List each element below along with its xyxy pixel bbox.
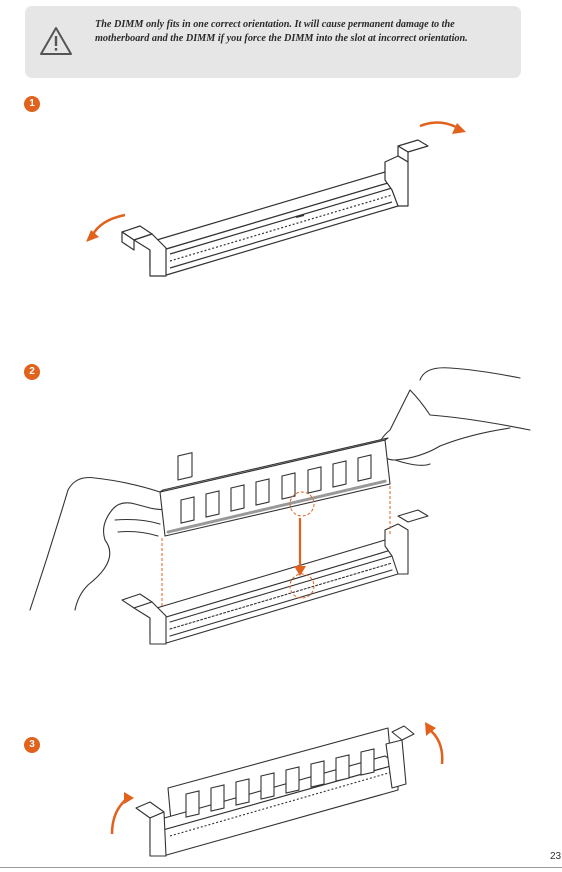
caution-box: The DIMM only fits in one correct orient… bbox=[25, 6, 521, 78]
dimm-module bbox=[159, 437, 391, 537]
bottom-rule bbox=[0, 867, 562, 868]
arrow-head-left bbox=[124, 792, 134, 804]
step-2-badge: 2 bbox=[24, 364, 40, 380]
step-1-illustration bbox=[86, 121, 466, 277]
step-2-illustration bbox=[29, 367, 531, 645]
caution-text: The DIMM only fits in one correct orient… bbox=[95, 19, 468, 44]
step-1-badge: 1 bbox=[24, 96, 40, 112]
warning-triangle-icon bbox=[40, 27, 72, 55]
arrow-head-right bbox=[425, 722, 436, 736]
slot-left-latch-closed bbox=[135, 801, 167, 857]
alignment-guides bbox=[161, 486, 391, 608]
dimm-chips bbox=[180, 454, 372, 524]
dimm-slot bbox=[149, 171, 399, 277]
arrow-head-right bbox=[452, 123, 466, 134]
dimm-chips bbox=[185, 748, 375, 818]
step-3-illustration bbox=[110, 722, 444, 857]
memory-chips bbox=[177, 452, 193, 481]
arrow-head-left bbox=[86, 230, 99, 242]
slot-right-latch-closed bbox=[385, 725, 415, 789]
insert-arrow-head bbox=[294, 566, 306, 576]
slot-left-latch bbox=[121, 225, 167, 277]
slot-left-latch bbox=[121, 593, 167, 645]
slot-right-latch bbox=[384, 139, 429, 207]
page-number: 23 bbox=[550, 851, 562, 862]
left-hand bbox=[29, 476, 176, 611]
step-3-badge: 3 bbox=[24, 737, 40, 753]
slot-right-latch bbox=[384, 509, 429, 575]
dimm-slot bbox=[149, 539, 399, 645]
right-hand bbox=[377, 389, 531, 461]
